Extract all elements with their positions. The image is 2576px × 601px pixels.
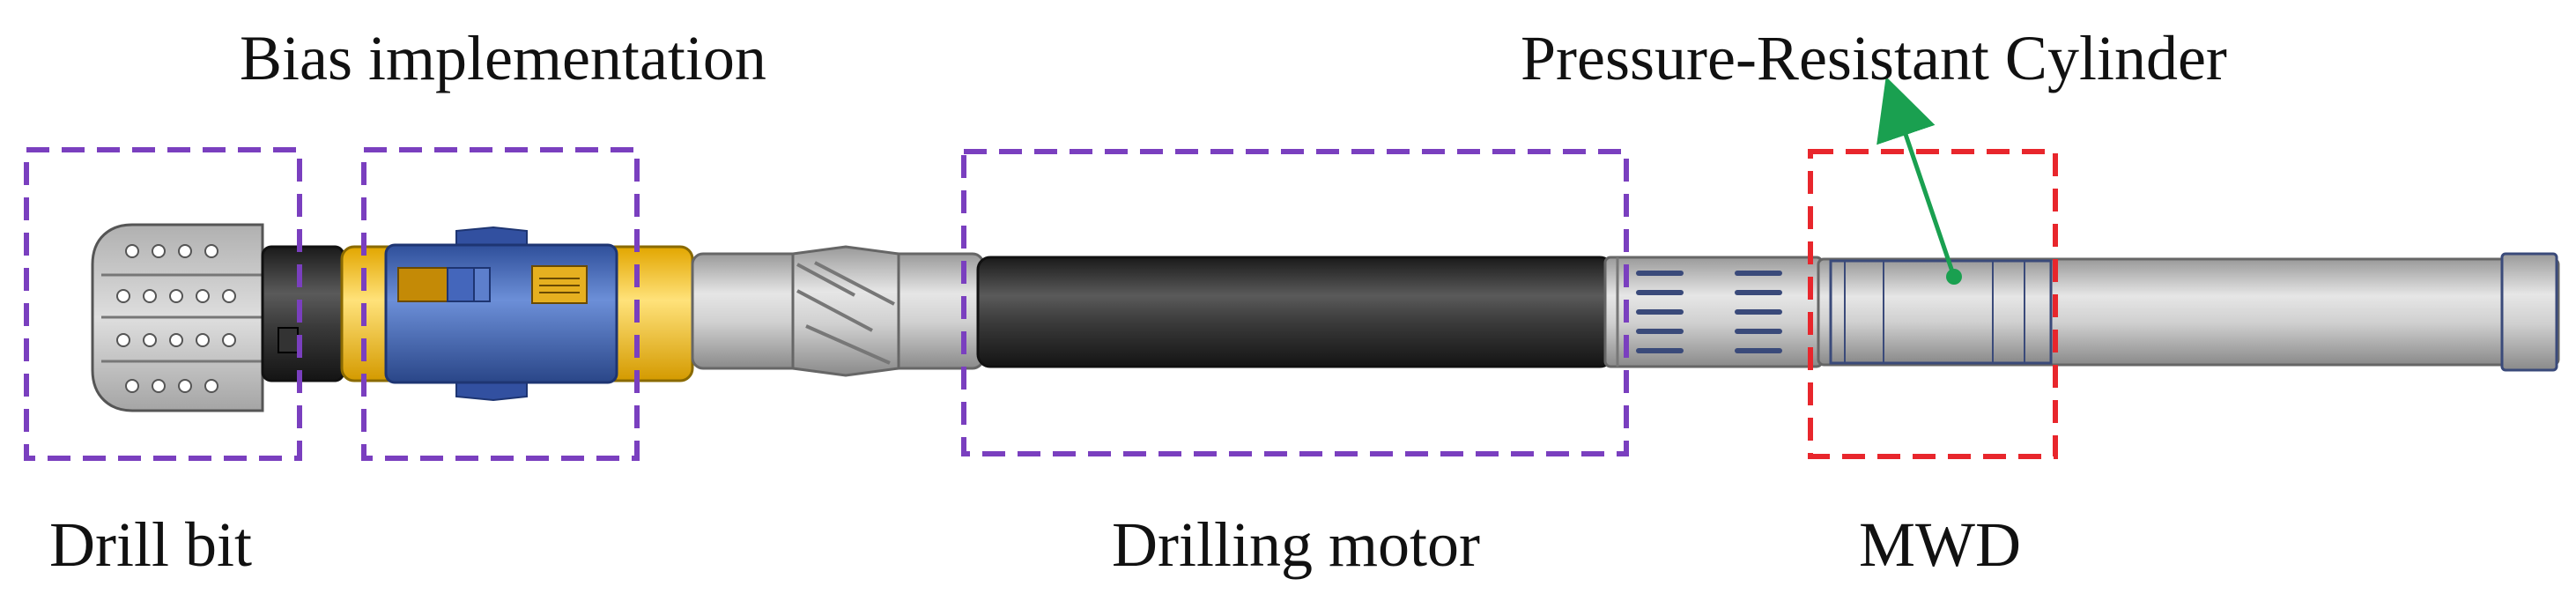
drill-bit-dashed-box	[24, 147, 302, 461]
label-drill-bit: Drill bit	[49, 509, 252, 580]
motor-dashed-box	[961, 149, 1629, 456]
label-bias-implementation: Bias implementation	[240, 23, 766, 93]
mwd-collar	[1817, 252, 2560, 372]
drilling-motor	[976, 256, 1614, 368]
mwd-dashed-box	[1808, 149, 2058, 459]
bias-dashed-box	[361, 147, 640, 461]
drill-bit	[91, 223, 345, 412]
label-mwd: MWD	[1859, 509, 2021, 580]
pointer-dot	[1946, 269, 1962, 285]
bias-tool	[340, 226, 694, 402]
stabilizer-sub	[691, 245, 985, 377]
slotted-sub	[1603, 256, 1824, 368]
label-pressure-resistant-cylinder: Pressure-Resistant Cylinder	[1521, 23, 2227, 93]
label-drilling-motor: Drilling motor	[1112, 509, 1480, 580]
pointer-arrow	[1876, 76, 1957, 278]
